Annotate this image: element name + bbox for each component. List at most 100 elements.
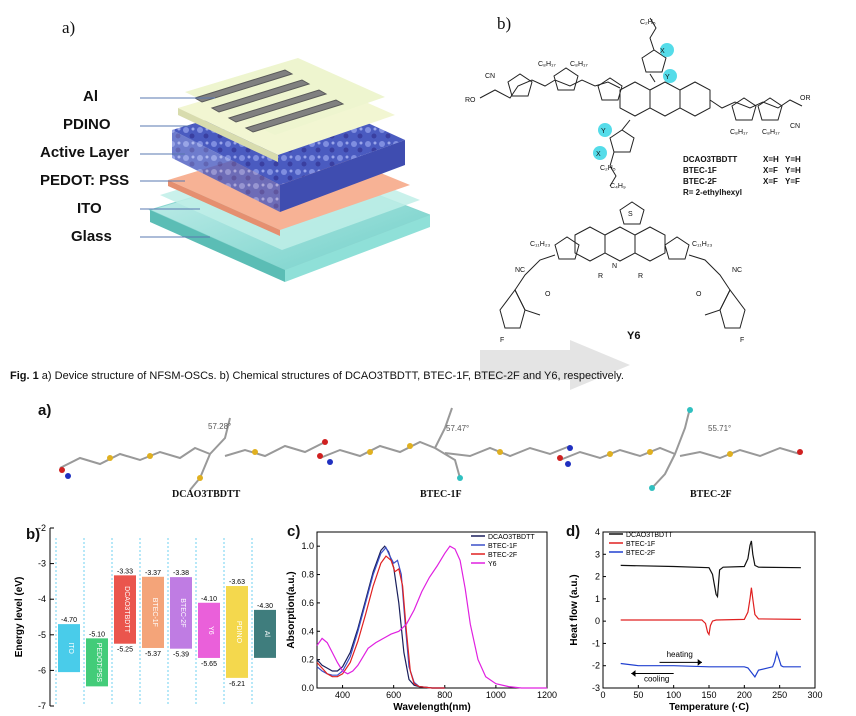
dsc-svg-y-tick-label: 1 <box>595 594 600 604</box>
energy-bar-0 <box>58 624 80 673</box>
dsc-svg-x-tick-label: 50 <box>633 690 643 700</box>
energy-lumo-label: -3.63 <box>229 579 245 586</box>
chem-c2h5-top: C₂H₅ <box>640 19 656 26</box>
abs-svg-series-3 <box>316 545 547 689</box>
dsc-svg-y-tick-label: 2 <box>595 572 600 582</box>
chem-nc-1: NC <box>515 267 525 274</box>
energy-bar-name: BTEC-2F <box>179 598 186 627</box>
chemical-structures: X Y Y X C₂H₅ C₈H₁₇ C₈H₁₇ C₈H₁₇ C₈H₁₇ CN … <box>465 17 811 344</box>
chem-c4h9: C₄H₉ <box>610 183 626 190</box>
dsc-svg-x-tick-label: 100 <box>666 690 681 700</box>
energy-bar-name: PDINO <box>235 621 242 644</box>
energy-bar-name: ITO <box>67 642 74 654</box>
abs-svg-legend-label: Y6 <box>488 561 497 568</box>
dsc-svg-y-tick-label: 4 <box>595 527 600 537</box>
dsc-heating-arrowhead <box>697 659 702 666</box>
abs-svg-legend-label: DCAO3TBDTT <box>488 534 535 541</box>
chem-n-1: N <box>612 263 617 270</box>
dsc-svg-legend-label: BTEC-1F <box>626 541 655 548</box>
energy-homo-label: -5.39 <box>173 652 189 659</box>
energy-lumo-label: -4.30 <box>257 603 273 610</box>
chem-c8h17-2: C₈H₁₇ <box>570 61 588 68</box>
chem-c8h17-4: C₈H₁₇ <box>762 129 780 136</box>
molecule-name-1: DCAO3TBDTT <box>172 489 241 500</box>
fig2-panel-d-label: d) <box>566 523 581 540</box>
layer-label-active: Active Layer <box>40 144 130 161</box>
dihedral-angle-2: 57.47° <box>446 424 470 433</box>
dsc-svg-x-tick-label: 250 <box>772 690 787 700</box>
layer-label-pdino: PDINO <box>63 116 111 133</box>
abs-svg-legend-label: BTEC-2F <box>488 552 517 559</box>
dsc-svg-series-2 <box>620 650 801 678</box>
abs-svg-x-tick-label: 800 <box>437 690 452 700</box>
molecule-name-3: BTEC-2F <box>690 489 732 500</box>
layer-label-pedot: PEDOT: PSS <box>40 172 130 189</box>
dsc-svg-y-axis-label: Heat flow (a.u.) <box>569 574 580 645</box>
energy-bar-6 <box>226 586 248 678</box>
abs-svg-x-tick-label: 1000 <box>486 690 506 700</box>
chem-cn-1: CN <box>485 73 495 80</box>
abs-svg-x-tick-label: 400 <box>335 690 350 700</box>
y6-label: Y6 <box>627 330 641 342</box>
dsc-svg-series-0 <box>620 540 801 599</box>
dsc-svg-x-axis-label: Temperature (·C) <box>669 702 749 713</box>
chem-or: OR <box>800 95 811 102</box>
molecule-name-2: BTEC-1F <box>420 489 462 500</box>
molecule-model-2 <box>319 407 571 479</box>
chem-c2h5-bot: C₂H₅ <box>600 165 616 172</box>
dsc-svg-y-tick-label: -2 <box>592 661 600 671</box>
chem-x-bot: X <box>596 151 601 158</box>
abs-svg-series-1 <box>316 546 445 689</box>
energy-y-tick-label: -6 <box>38 665 46 675</box>
dsc-svg-series-1 <box>620 587 801 637</box>
energy-bar-name: Y6 <box>207 626 214 635</box>
energy-bar-4 <box>170 577 192 649</box>
chem-c11h23-1: C₁₁H₂₃ <box>530 241 551 248</box>
dsc-cooling-label: cooling <box>644 674 669 683</box>
chem-f-2: F <box>740 337 744 344</box>
chem-c8h17-1: C₈H₁₇ <box>538 61 556 68</box>
abs-svg-legend-label: BTEC-1F <box>488 543 517 550</box>
chem-y-bot: Y <box>601 128 606 135</box>
watermark-arrow <box>480 340 630 390</box>
energy-homo-label: -5.25 <box>117 647 133 654</box>
abs-svg-y-tick-label: 0.4 <box>301 626 314 636</box>
energy-bar-name: PEDOT:PSS <box>95 643 102 683</box>
fig1-caption: Fig. 1 a) Device structure of NFSM-OSCs.… <box>10 370 624 382</box>
chem-c11h23-2: C₁₁H₂₃ <box>692 241 713 248</box>
dsc-svg-x-tick-label: 0 <box>600 690 605 700</box>
energy-lumo-label: -5.10 <box>89 631 105 638</box>
chem-r-2: R <box>638 273 643 280</box>
energy-lumo-label: -3.38 <box>173 570 189 577</box>
energy-lumo-label: -4.70 <box>61 617 77 624</box>
energy-bar-2 <box>114 575 136 644</box>
chem-r-1: R <box>598 273 603 280</box>
chem-o-2: O <box>696 291 702 298</box>
abs-svg-y-axis-label: Absorption(a.u.) <box>286 571 297 648</box>
energy-bar-name: DCAO3TBDTT <box>123 586 130 633</box>
chem-nc-2: NC <box>732 267 742 274</box>
fig2-panel-c-label: c) <box>287 523 301 540</box>
abs-svg-y-tick-label: 0.6 <box>301 598 314 608</box>
energy-y-axis-label: Energy level (eV) <box>14 577 25 658</box>
abs-svg-x-tick-label: 1200 <box>537 690 557 700</box>
energy-homo-label: -5.65 <box>201 661 217 668</box>
dsc-svg-legend-label: BTEC-2F <box>626 550 655 557</box>
energy-bar-5 <box>198 602 220 658</box>
dsc-svg-y-tick-label: -3 <box>592 683 600 693</box>
energy-lumo-label: -3.37 <box>145 570 161 577</box>
fig1-panel-b-label: b) <box>497 14 512 33</box>
abs-svg-y-tick-label: 0.2 <box>301 655 314 665</box>
energy-homo-label: -5.37 <box>145 651 161 658</box>
energy-bar-3 <box>142 576 164 648</box>
al-electrodes <box>193 69 345 133</box>
energy-lumo-label: -4.10 <box>201 596 217 603</box>
dsc-svg-y-tick-label: 3 <box>595 549 600 559</box>
energy-y-tick-label: -5 <box>38 630 46 640</box>
dsc-svg-x-tick-label: 200 <box>737 690 752 700</box>
